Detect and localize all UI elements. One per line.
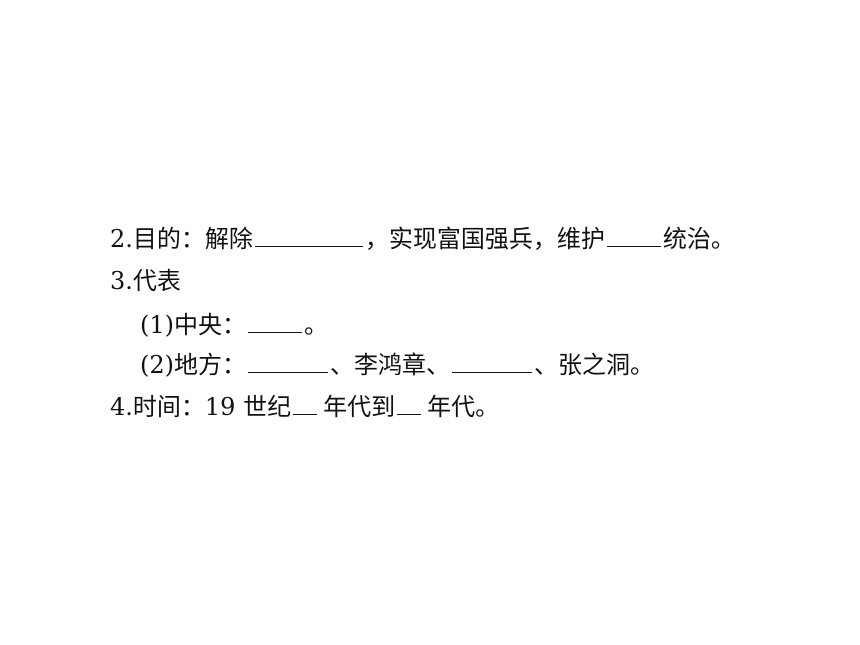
time-line: 4.时间：19 世纪 年代到 年代。 xyxy=(110,392,499,422)
local-suffix: 、张之洞。 xyxy=(534,351,654,379)
central-suffix: 。 xyxy=(304,311,328,339)
purpose-blank-1[interactable] xyxy=(254,224,363,247)
central-blank[interactable] xyxy=(248,310,302,333)
time-suffix: 年代。 xyxy=(427,393,500,421)
local-blank-1[interactable] xyxy=(248,350,328,373)
time-middle: 年代到 xyxy=(323,393,396,421)
purpose-middle: ，实现富国强兵，维护 xyxy=(364,225,605,253)
representatives-heading-text: 3.代表 xyxy=(110,267,181,295)
time-prefix: 4.时间：19 世纪 xyxy=(110,393,292,421)
purpose-prefix: 2.目的：解除 xyxy=(110,225,253,253)
local-middle: 、李鸿章、 xyxy=(330,351,450,379)
local-line: (2)地方： 、李鸿章、 、张之洞。 xyxy=(140,350,654,380)
central-prefix: (1)中央： xyxy=(140,311,246,339)
local-blank-2[interactable] xyxy=(452,350,532,373)
purpose-blank-2[interactable] xyxy=(606,224,661,247)
time-blank-1[interactable] xyxy=(293,392,318,415)
local-prefix: (2)地方： xyxy=(140,351,246,379)
purpose-line: 2.目的：解除 ，实现富国强兵，维护 统治。 xyxy=(110,224,735,254)
purpose-suffix: 统治。 xyxy=(662,225,735,253)
central-line: (1)中央： 。 xyxy=(140,310,328,340)
time-blank-2[interactable] xyxy=(397,392,422,415)
representatives-heading: 3.代表 xyxy=(110,266,181,296)
